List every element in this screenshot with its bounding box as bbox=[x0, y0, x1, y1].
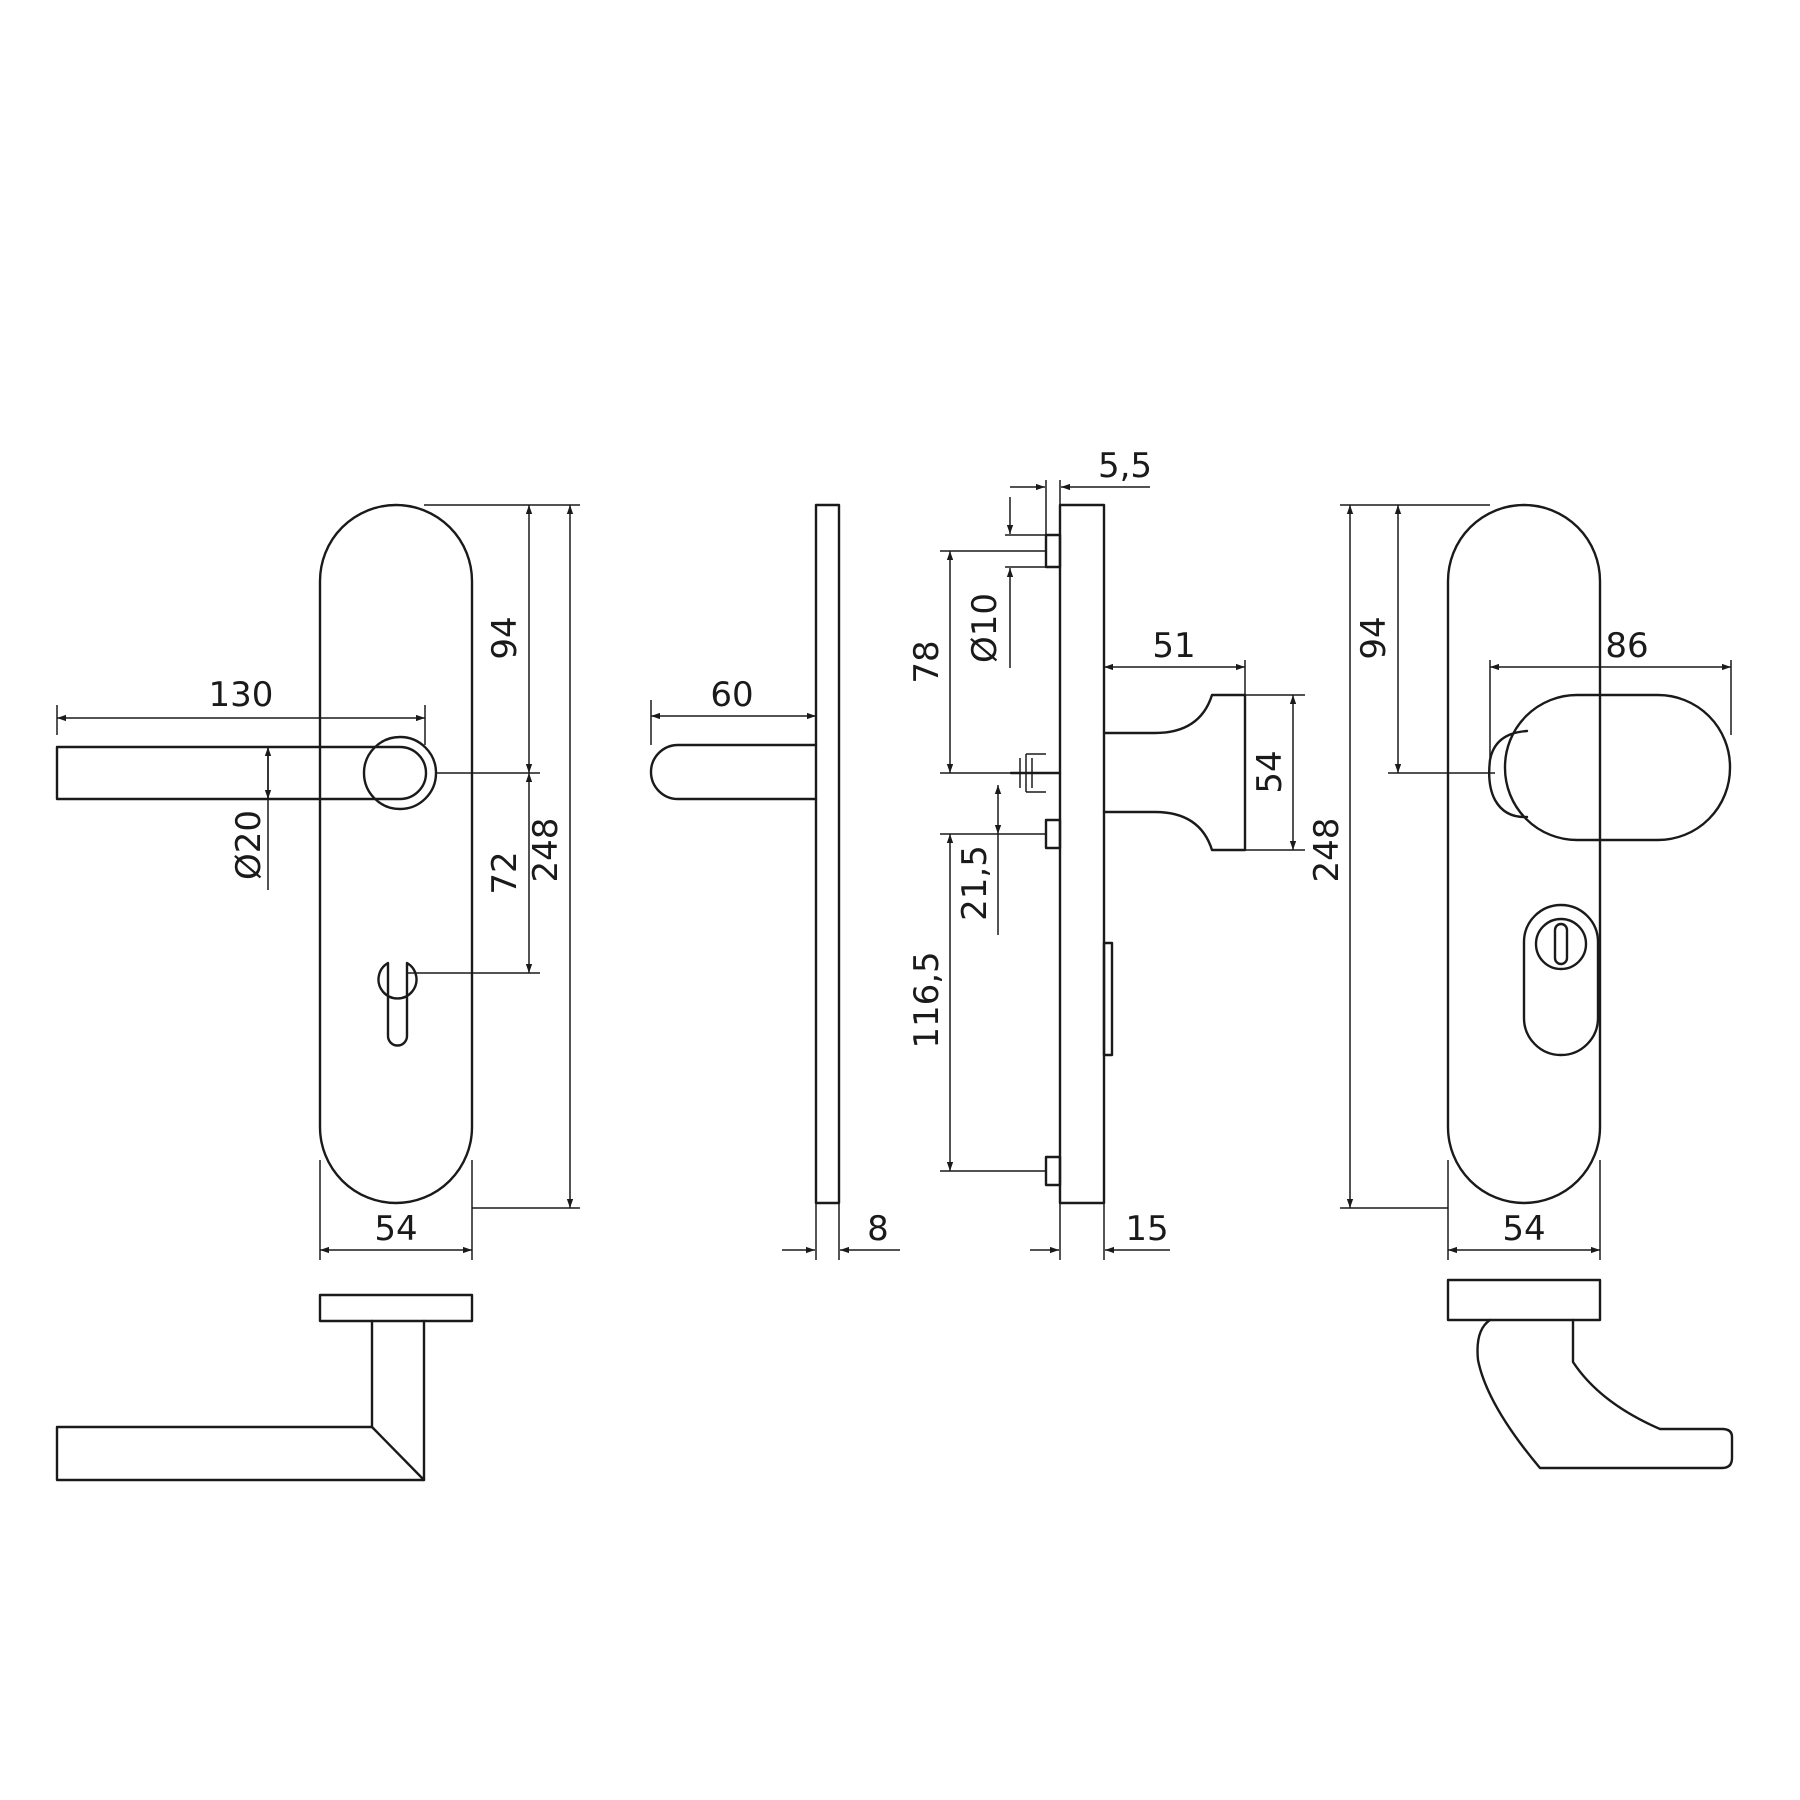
dim-plate-height: 248 bbox=[526, 818, 566, 883]
dim-lever-diameter: Ø20 bbox=[229, 810, 269, 880]
dim-plate-width: 54 bbox=[374, 1209, 417, 1249]
top-view-lever-profile bbox=[55, 1319, 426, 1482]
side-view-knob: 5,5 Ø10 78 51 54 21,5 116,5 15 bbox=[907, 446, 1305, 1260]
top-view-knob-plate bbox=[1446, 1278, 1602, 1322]
dim-knob-plate-thickness: 15 bbox=[1125, 1209, 1168, 1249]
dim-lever-length: 130 bbox=[209, 675, 274, 715]
spindle-screw bbox=[1009, 753, 1062, 793]
dim-knob-plate-width: 54 bbox=[1502, 1209, 1545, 1249]
dim-knob-width: 86 bbox=[1605, 626, 1648, 666]
dim-bolt-diameter: Ø10 bbox=[965, 593, 1005, 663]
dim-knob-plate-height: 248 bbox=[1307, 818, 1347, 883]
keyhole-profile bbox=[377, 961, 418, 1047]
side-knob-profile bbox=[1102, 693, 1247, 852]
dim-side-plate-thickness: 8 bbox=[867, 1209, 889, 1249]
bolt-top bbox=[1044, 533, 1062, 569]
dim-bolt-spacing: 116,5 bbox=[907, 951, 947, 1048]
dim-knob-projection: 51 bbox=[1152, 626, 1195, 666]
dim-pin-offset: 5,5 bbox=[1098, 446, 1152, 486]
dim-handle-to-top: 94 bbox=[485, 616, 525, 659]
dim-handle-to-keyhole: 72 bbox=[485, 851, 525, 894]
dim-top-bolt-to-handle: 78 bbox=[907, 640, 947, 683]
dimension-lines-front-lever bbox=[56, 504, 580, 1260]
dim-knob-handle-to-top: 94 bbox=[1354, 616, 1394, 659]
side-view-lever: 60 8 bbox=[649, 503, 900, 1260]
lever-handle bbox=[55, 735, 438, 811]
front-view-knob: 86 94 248 54 bbox=[1307, 503, 1732, 1260]
bolt-middle bbox=[1044, 818, 1062, 850]
top-view-lever bbox=[55, 1293, 474, 1482]
bolt-bottom bbox=[1044, 1155, 1062, 1187]
dimension-lines-front-knob bbox=[1340, 504, 1732, 1260]
dim-handle-to-bolt: 21,5 bbox=[955, 845, 995, 921]
cylinder-guard-edge bbox=[1102, 941, 1114, 1057]
top-view-knob-profile bbox=[1476, 1318, 1734, 1470]
escutcheon-plate-knob bbox=[1446, 503, 1602, 1205]
dimension-lines-side-knob bbox=[940, 480, 1305, 1260]
knob-handle bbox=[1487, 693, 1732, 842]
dim-lever-projection: 60 bbox=[710, 675, 753, 715]
escutcheon-plate bbox=[318, 503, 474, 1205]
side-plate bbox=[814, 503, 841, 1205]
top-view-knob bbox=[1446, 1278, 1734, 1470]
side-plate-knob bbox=[1058, 503, 1106, 1205]
front-view-lever: 130 Ø20 94 72 248 54 bbox=[55, 503, 580, 1260]
side-lever-handle bbox=[649, 743, 818, 801]
dimension-lines-side-lever bbox=[650, 700, 900, 1260]
cylinder-guard bbox=[1522, 903, 1600, 1057]
top-view-plate bbox=[318, 1293, 474, 1323]
dim-knob-height: 54 bbox=[1250, 750, 1290, 793]
